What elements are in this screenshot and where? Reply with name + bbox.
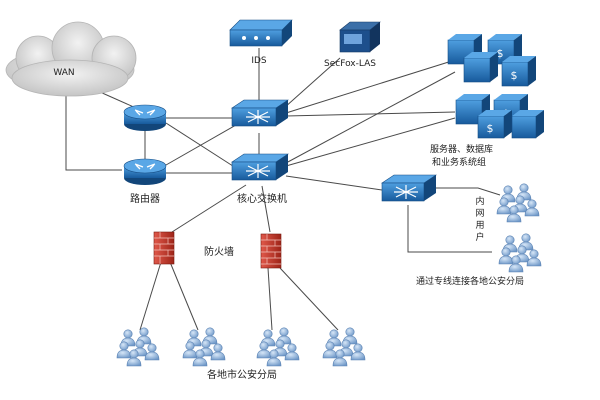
intranet-users: 内 网 用 户 通过专线连接各地公安分局 [416, 184, 541, 287]
intranet-user-label-3: 用 [475, 220, 484, 231]
ids-appliance-icon [229, 19, 293, 47]
wan-cloud: WAN [5, 21, 137, 97]
user-group-icon [257, 328, 299, 366]
secfox-label: SecFox-LAS [324, 59, 376, 69]
log-audit-appliance-icon [339, 21, 381, 53]
core-switch-label: 核心交换机 [237, 192, 287, 205]
server-icon: $ [477, 110, 512, 139]
svg-text:$: $ [487, 122, 494, 135]
router-bottom: 路由器 [123, 158, 167, 205]
switch-core: 核心交换机 [231, 153, 289, 205]
router-label: 路由器 [130, 192, 160, 205]
server-group-label-line2: 和业务系统组 [432, 156, 486, 168]
link-firewall-right-users-b [279, 267, 339, 331]
switch-icon [231, 99, 289, 127]
link-core-access-switch [285, 175, 383, 191]
user-group-icon [117, 328, 159, 366]
server-group-bottom: $ $ 服务器、数据库 和业务系统组 [430, 94, 544, 168]
switch-icon [231, 153, 289, 181]
city-bureau-users: 各地市公安分局 [117, 328, 365, 381]
ids-appliance: IDS [229, 19, 293, 66]
link-switch1-servers-top [285, 59, 456, 114]
firewall-icon [260, 233, 282, 269]
link-core-firewall-right [261, 185, 271, 233]
switch-access [381, 174, 437, 202]
link-core-firewall-left [171, 184, 247, 233]
link-switch2-servers-top [285, 71, 456, 164]
link-switch2-servers-bottom [285, 117, 456, 167]
link-secfox-switch [283, 57, 341, 109]
server-icon [463, 52, 498, 83]
ids-label: IDS [251, 56, 267, 66]
link-firewall-left-users-b [169, 261, 199, 331]
svg-text:$: $ [497, 47, 504, 60]
dedicated-line-label: 通过专线连接各地公安分局 [416, 275, 524, 287]
link-router2-switch1 [165, 124, 237, 166]
switch-icon [381, 174, 437, 202]
switch-top [231, 99, 289, 127]
intranet-user-label-2: 网 [475, 208, 484, 219]
user-group-icon [323, 328, 365, 366]
user-group-icon [183, 328, 225, 366]
link-wan-router-top [99, 91, 137, 109]
secfox-appliance: SecFox-LAS [324, 21, 381, 69]
server-icon [511, 110, 544, 139]
user-group-icon [499, 234, 541, 272]
server-group-top: $ $ [447, 34, 536, 87]
cloud-icon [5, 21, 137, 97]
link-access-intranet-users [433, 187, 501, 196]
link-firewall-left-users-a [139, 261, 162, 331]
user-group-icon [497, 184, 539, 222]
router-top [123, 104, 167, 131]
firewall-right [260, 233, 282, 269]
router-icon [123, 104, 167, 131]
links [65, 48, 501, 331]
server-group-label-line1: 服务器、数据库 [430, 143, 493, 155]
intranet-user-label-1: 内 [475, 195, 484, 207]
wan-label: WAN [53, 68, 74, 78]
link-access-dedicated-users [407, 205, 492, 253]
link-wan-router-bottom [65, 88, 122, 171]
svg-text:$: $ [511, 69, 518, 82]
firewall-icon [153, 231, 175, 265]
link-firewall-right-users-a [267, 267, 273, 331]
link-switch1-servers-bottom [285, 111, 456, 117]
firewall-left [153, 231, 175, 265]
firewall-label: 防火墙 [204, 245, 234, 258]
intranet-user-label-4: 户 [475, 231, 484, 243]
city-bureaus-label: 各地市公安分局 [207, 368, 277, 381]
server-icon: $ [501, 56, 536, 87]
router-icon [123, 158, 167, 185]
